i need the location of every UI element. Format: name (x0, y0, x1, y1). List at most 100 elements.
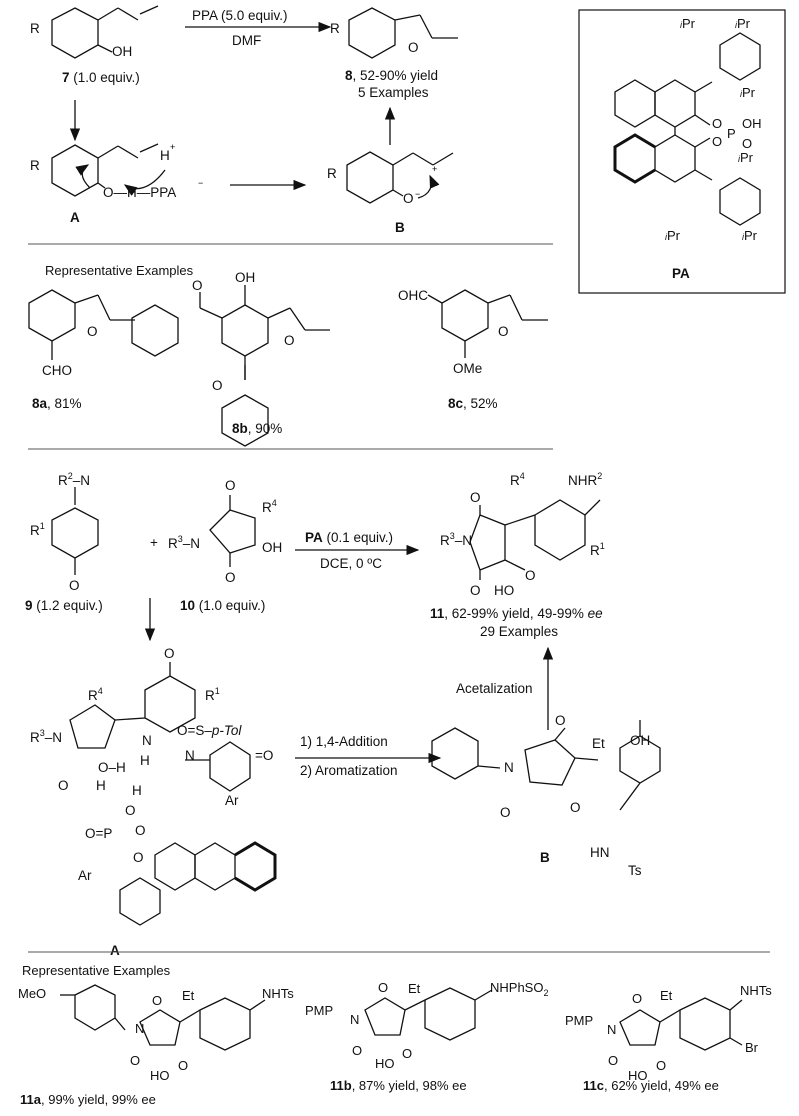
product-8-caption: 8, 52-90% yield (345, 68, 438, 83)
r1-label: R1 (30, 521, 45, 538)
ipr-label: iPr (680, 16, 696, 31)
ipr-label: iPr (740, 85, 756, 100)
catalyst-box (578, 9, 786, 294)
intermediate-B2-structure (431, 720, 661, 811)
ipr-label: iPr (665, 228, 681, 243)
r3-label: R3–N (168, 534, 200, 551)
phosphate-O: O (712, 116, 722, 131)
h-bond-OH: O–H (98, 760, 126, 775)
hydroxyl-label: HO (375, 1056, 395, 1071)
step-2-label: 2) Aromatization (300, 763, 398, 778)
carbonyl-oxygen: O (164, 646, 175, 661)
phosphate-O: O (135, 823, 146, 838)
imine-N: R2–N (58, 471, 90, 488)
phosphate-PO: O=P (85, 826, 112, 841)
step-1-label: 1) 1,4-Addition (300, 734, 388, 749)
plus-sign: + (150, 535, 158, 550)
hydroxyl-label: HO (494, 583, 514, 598)
ethyl-label: Et (592, 736, 605, 751)
charge-plus: + (170, 142, 175, 152)
charge-plus: + (432, 164, 437, 174)
nhphso2-label: NHPhSO2 (490, 980, 548, 998)
substrate-10-structure (209, 495, 256, 567)
catalyst-label: PA (672, 266, 690, 281)
ipr-label: iPr (735, 16, 751, 31)
carbonyl-oxygen: O (470, 490, 481, 505)
ring-oxygen: O (178, 1058, 188, 1073)
charge-minus: − (415, 189, 420, 199)
hydroxyl-label: OH (235, 270, 255, 285)
r3-label: R3–N (440, 531, 472, 548)
pmp-label: PMP (305, 1003, 333, 1018)
aldehyde-label: CHO (42, 363, 72, 378)
ethyl-label: Et (182, 988, 195, 1003)
carbonyl-oxygen: O (130, 1053, 140, 1068)
phosphate-O: O (125, 803, 136, 818)
intermediate-A2-structure (69, 662, 277, 926)
product-11-structure (469, 499, 601, 580)
r1-label: R1 (205, 686, 220, 703)
imide-N: N (504, 760, 514, 775)
nhr2-label: NHR2 (568, 471, 602, 488)
substrate-9-structure (51, 487, 99, 575)
example-11b-caption: 11b, 87% yield, 98% ee (330, 1078, 467, 1093)
phosphate-O: O (712, 134, 722, 149)
imide-N: N (607, 1022, 616, 1037)
example-11c-structure (619, 997, 743, 1051)
ring-oxygen: O (525, 568, 536, 583)
product-11-examples: 29 Examples (480, 624, 558, 639)
example-11c-caption: 11c, 62% yield, 49% ee (583, 1078, 719, 1093)
methoxy-label: OMe (453, 361, 482, 376)
hydroxyl-label: HO (150, 1068, 170, 1083)
solvent-label: DMF (232, 33, 261, 48)
imide-N: N (350, 1012, 359, 1027)
rep-examples-title-1: Representative Examples (45, 263, 194, 278)
carbonyl-oxygen: O (500, 805, 511, 820)
example-11a-structure (60, 984, 266, 1051)
rep-examples-title-2: Representative Examples (22, 963, 171, 978)
sulfonyl-label: O=S–p-Tol (177, 723, 242, 738)
r3-label: R3–N (30, 728, 62, 745)
r4-label: R4 (88, 686, 103, 703)
carbonyl-oxygen: O (570, 800, 581, 815)
imine-N: N (142, 733, 152, 748)
substrate-7-structure: OH R (30, 5, 159, 59)
ring-oxygen: O (408, 40, 419, 55)
imide-N: N (135, 1021, 144, 1036)
carbonyl-oxygen: O (225, 570, 236, 585)
aryl-label: Ar (225, 793, 239, 808)
example-8c-structure: O (427, 289, 548, 358)
catalyst-PA-structure (613, 32, 761, 226)
ring-oxygen: O (402, 1046, 412, 1061)
example-8a-structure: O (28, 289, 135, 360)
phosphorus: P (727, 126, 736, 141)
hydroxyl-label: OH (112, 44, 132, 59)
r-group-label: R (30, 158, 40, 173)
carbonyl-oxygen: O (632, 991, 642, 1006)
charge-minus: − (198, 178, 203, 188)
r-group-label: R (327, 166, 337, 181)
methoxy-label: MeO (18, 986, 46, 1001)
carbonyl-oxygen: O (470, 583, 481, 598)
condition-top: PA (0.1 equiv.) (305, 530, 393, 545)
acetalization-label: Acetalization (456, 681, 533, 696)
pmp-label: PMP (565, 1013, 593, 1028)
hydroxyl-label: OH (262, 540, 282, 555)
h-atom: H (96, 778, 106, 793)
r-group-label: R (30, 21, 40, 36)
sulfonamide-label: HN (590, 845, 610, 860)
r-group-label: R (330, 21, 340, 36)
example-8b-structure (131, 285, 330, 447)
product-11-caption: 11, 62-99% yield, 49-99% ee (430, 606, 603, 621)
intermediate-A-label: A (70, 210, 80, 225)
h-bond-OH: H (132, 783, 142, 798)
bromo-label: Br (745, 1040, 759, 1055)
carbonyl-oxygen: O (58, 778, 69, 793)
nhts-label: NHTs (262, 986, 294, 1001)
intermediate-B-structure: R O − + (327, 151, 454, 206)
ring-oxygen: O (87, 324, 98, 339)
ethyl-label: Et (660, 988, 673, 1003)
intermediate-B2-label: B (540, 850, 550, 865)
intermediate-A2-label: A (110, 943, 120, 958)
carbonyl-oxygen: =O (255, 748, 273, 763)
